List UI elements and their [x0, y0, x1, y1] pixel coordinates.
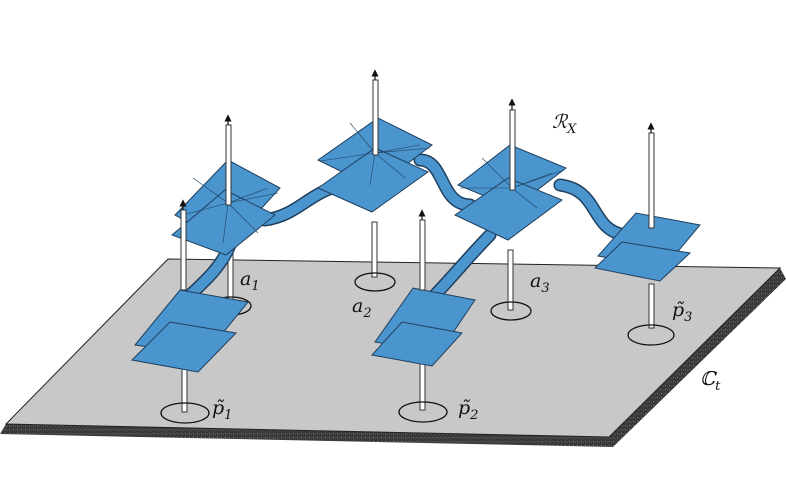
label-p3: p̃3 — [672, 299, 692, 325]
sheet-a1-2 — [171, 189, 276, 256]
loop-a2 — [354, 272, 396, 292]
label-base-plane: ℂt — [700, 368, 721, 394]
sheet-p1-bottom — [130, 321, 238, 373]
sheet-a2-2 — [316, 147, 429, 213]
label-a2: a2 — [352, 295, 372, 321]
loop-p1 — [160, 402, 210, 424]
sheet-p3-bottom — [593, 241, 692, 282]
sheets-p — [130, 212, 701, 373]
label-a3: a3 — [530, 270, 550, 296]
label-surface: ℛX — [552, 111, 577, 137]
sheet-a3-2 — [454, 177, 564, 241]
loop-p2 — [398, 401, 448, 423]
sheet-p2-bottom — [371, 321, 463, 367]
loop-p3 — [627, 324, 675, 346]
upper-poles — [180, 79, 655, 291]
label-p2: p̃2 — [458, 397, 478, 423]
label-p1: p̃1 — [212, 397, 232, 423]
label-a1: a1 — [240, 268, 260, 294]
pole-arrows — [179, 69, 655, 220]
loop-a3 — [490, 301, 532, 321]
base-plane-thickness — [0, 268, 786, 447]
